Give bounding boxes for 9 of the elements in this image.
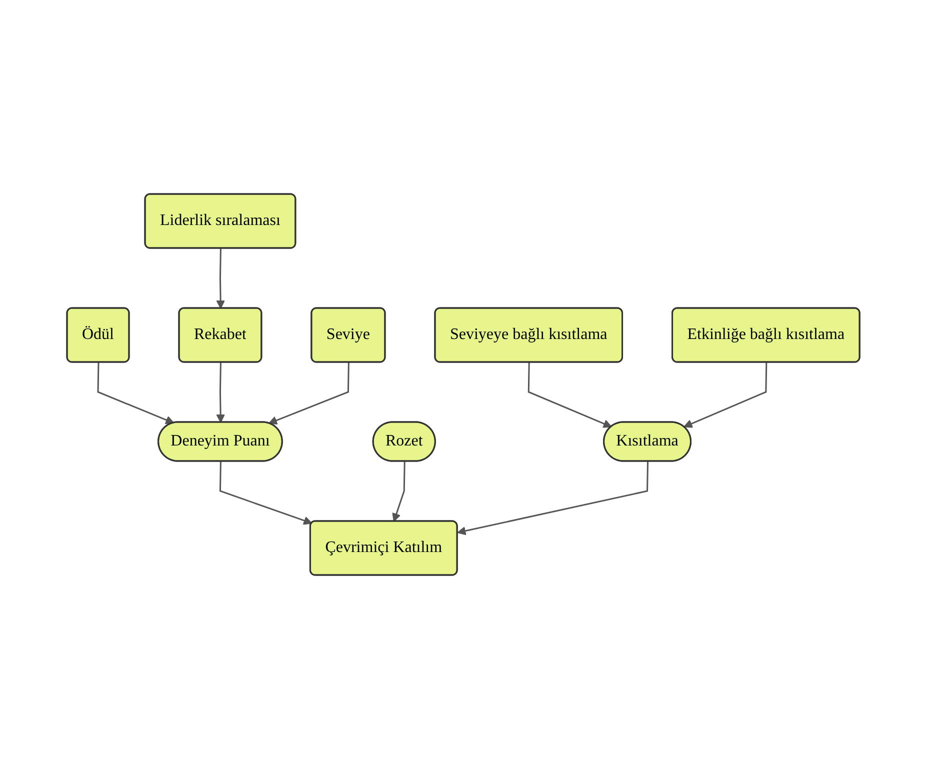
arrow [456, 461, 648, 536]
arrow [216, 362, 225, 423]
arrow [219, 461, 312, 525]
arrow [392, 461, 406, 522]
arrow [268, 362, 350, 425]
arrow [683, 362, 767, 428]
arrow [528, 362, 612, 428]
arrow [216, 248, 225, 309]
arrow [96, 362, 174, 424]
